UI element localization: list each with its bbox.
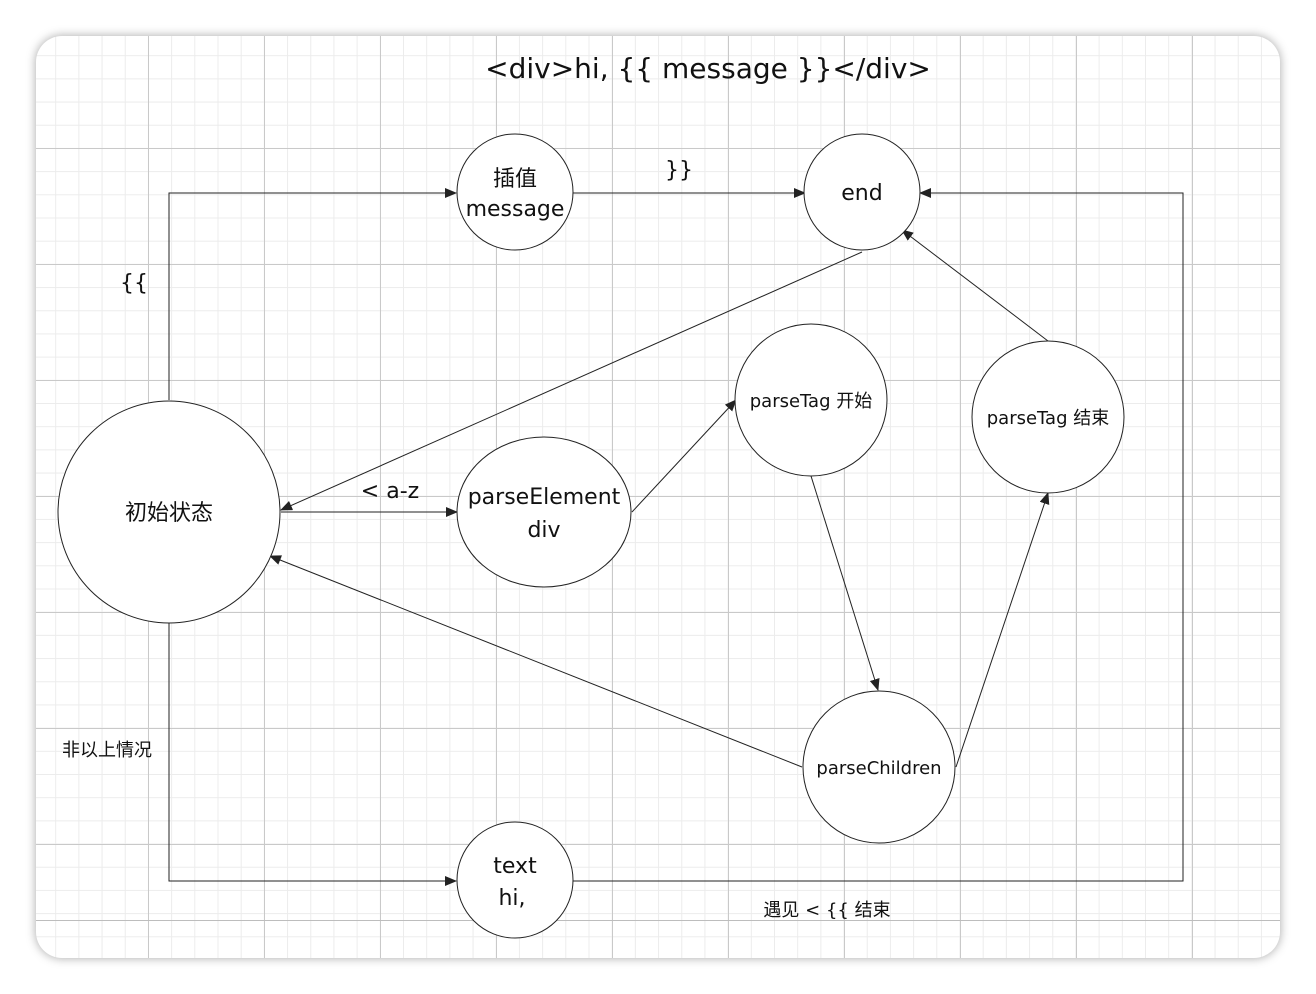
node-initial-state-label: 初始状态 — [125, 501, 213, 526]
edge-parse-element-to-tag-start — [631, 399, 737, 513]
node-parse-children: parseChildren — [802, 690, 956, 844]
node-interpolation-label-1: 插值 — [493, 167, 537, 192]
label-tag-open: < a-z — [361, 479, 419, 504]
node-parse-tag-end-label: parseTag 结束 — [987, 408, 1110, 429]
node-interpolation-label-2: message — [466, 197, 565, 222]
label-otherwise: 非以上情况 — [62, 740, 152, 761]
node-text: text hi, — [456, 821, 574, 939]
canvas-divider — [36, 920, 1280, 921]
node-text-label-2: hi, — [498, 886, 525, 911]
edge-end-to-initial — [280, 251, 863, 511]
node-parse-element: parseElement div — [456, 436, 632, 588]
node-parse-tag-start: parseTag 开始 — [734, 323, 888, 477]
diagram-canvas — [36, 36, 1280, 958]
diagram-title: <div>hi, {{ message }}</div> — [485, 52, 931, 85]
edge-initial-to-text — [168, 623, 457, 886]
node-parse-children-label: parseChildren — [816, 758, 941, 779]
edge-initial-to-interpolation — [168, 188, 457, 400]
label-text-end: 遇见 < {{ 结束 — [763, 900, 890, 921]
node-interpolation: 插值 message — [456, 133, 574, 251]
node-parse-tag-end: parseTag 结束 — [971, 340, 1125, 494]
node-parse-element-label-1: parseElement — [468, 485, 621, 510]
edge-tag-start-to-children — [810, 475, 880, 691]
node-parse-element-label-2: div — [527, 518, 560, 543]
edge-text-to-end — [573, 188, 1184, 882]
node-text-label-1: text — [493, 854, 537, 879]
node-end: end — [803, 133, 921, 251]
edge-tag-end-to-end — [901, 229, 1049, 342]
edge-children-to-tag-end — [955, 492, 1050, 768]
node-end-label: end — [841, 181, 882, 206]
label-close-brace: }} — [665, 158, 693, 183]
label-open-brace: {{ — [120, 271, 148, 296]
node-initial-state: 初始状态 — [57, 400, 281, 624]
edge-children-to-initial — [269, 555, 803, 768]
node-parse-tag-start-label: parseTag 开始 — [750, 391, 873, 412]
